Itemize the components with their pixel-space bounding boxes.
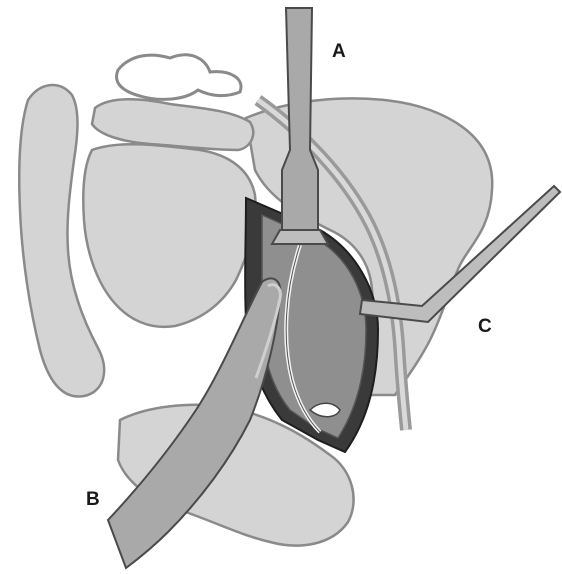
label-c: C bbox=[478, 317, 492, 336]
sacrum bbox=[83, 144, 255, 327]
vertebra-top bbox=[117, 55, 241, 100]
label-b: B bbox=[86, 490, 100, 509]
vertebra-body-upper bbox=[92, 99, 253, 150]
label-a: A bbox=[332, 42, 346, 61]
